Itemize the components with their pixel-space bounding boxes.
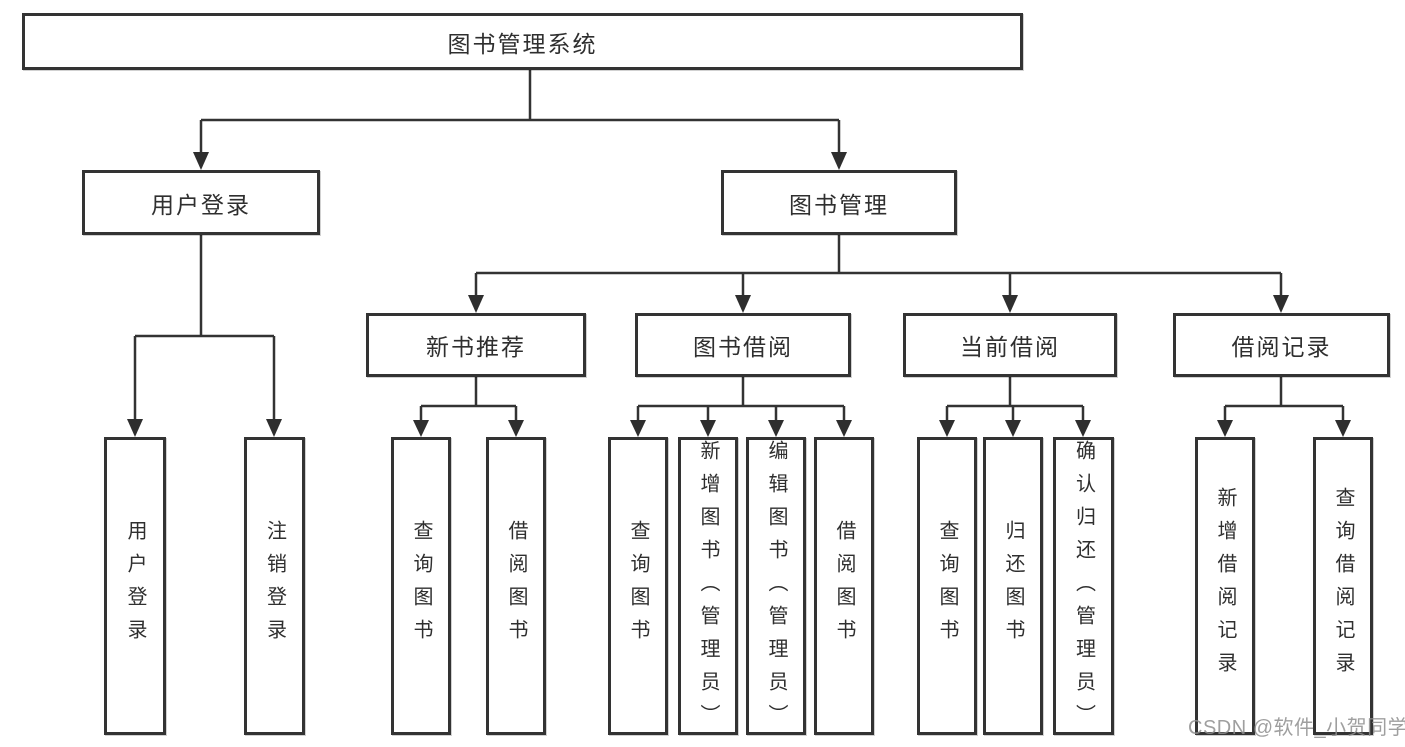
connector-borrow-children: [630, 377, 852, 437]
leaf-borrow-borrow-book: 借阅图书: [814, 437, 874, 735]
connector-root-to-level2: [193, 69, 847, 170]
leaf-records-query-record: 查询借阅记录: [1313, 437, 1373, 735]
connector-records-children: [1217, 377, 1351, 437]
leaf-current-query-book: 查询图书: [917, 437, 977, 735]
csdn-watermark: CSDN @软件_小贺同学: [1188, 717, 1405, 739]
connector-book-management-children: [468, 235, 1289, 313]
connector-current-children: [939, 377, 1091, 437]
leaf-recommend-query-book: 查询图书: [391, 437, 451, 735]
leaf-records-add-record: 新增借阅记录: [1195, 437, 1255, 735]
leaf-recommend-borrow-book: 借阅图书: [486, 437, 546, 735]
node-new-book-recommend: 新书推荐: [366, 313, 586, 377]
leaf-borrow-add-book-admin: 新增图书（管理员）: [678, 437, 738, 737]
node-borrow-records: 借阅记录: [1173, 313, 1390, 377]
node-book-management: 图书管理: [721, 170, 957, 235]
leaf-borrow-edit-book-admin: 编辑图书（管理员）: [746, 437, 806, 737]
node-book-borrow: 图书借阅: [635, 313, 851, 377]
leaf-logout: 注销登录: [244, 437, 305, 735]
node-user-login: 用户登录: [82, 170, 320, 235]
connector-recommend-children: [413, 377, 524, 437]
leaf-current-return-book: 归还图书: [983, 437, 1043, 735]
node-current-borrow: 当前借阅: [903, 313, 1117, 377]
node-root-system: 图书管理系统: [22, 13, 1023, 70]
connector-user-login-children: [127, 235, 282, 437]
leaf-borrow-query-book: 查询图书: [608, 437, 668, 735]
leaf-user-login: 用户登录: [104, 437, 166, 735]
leaf-current-confirm-return-admin: 确认归还（管理员）: [1053, 437, 1114, 737]
